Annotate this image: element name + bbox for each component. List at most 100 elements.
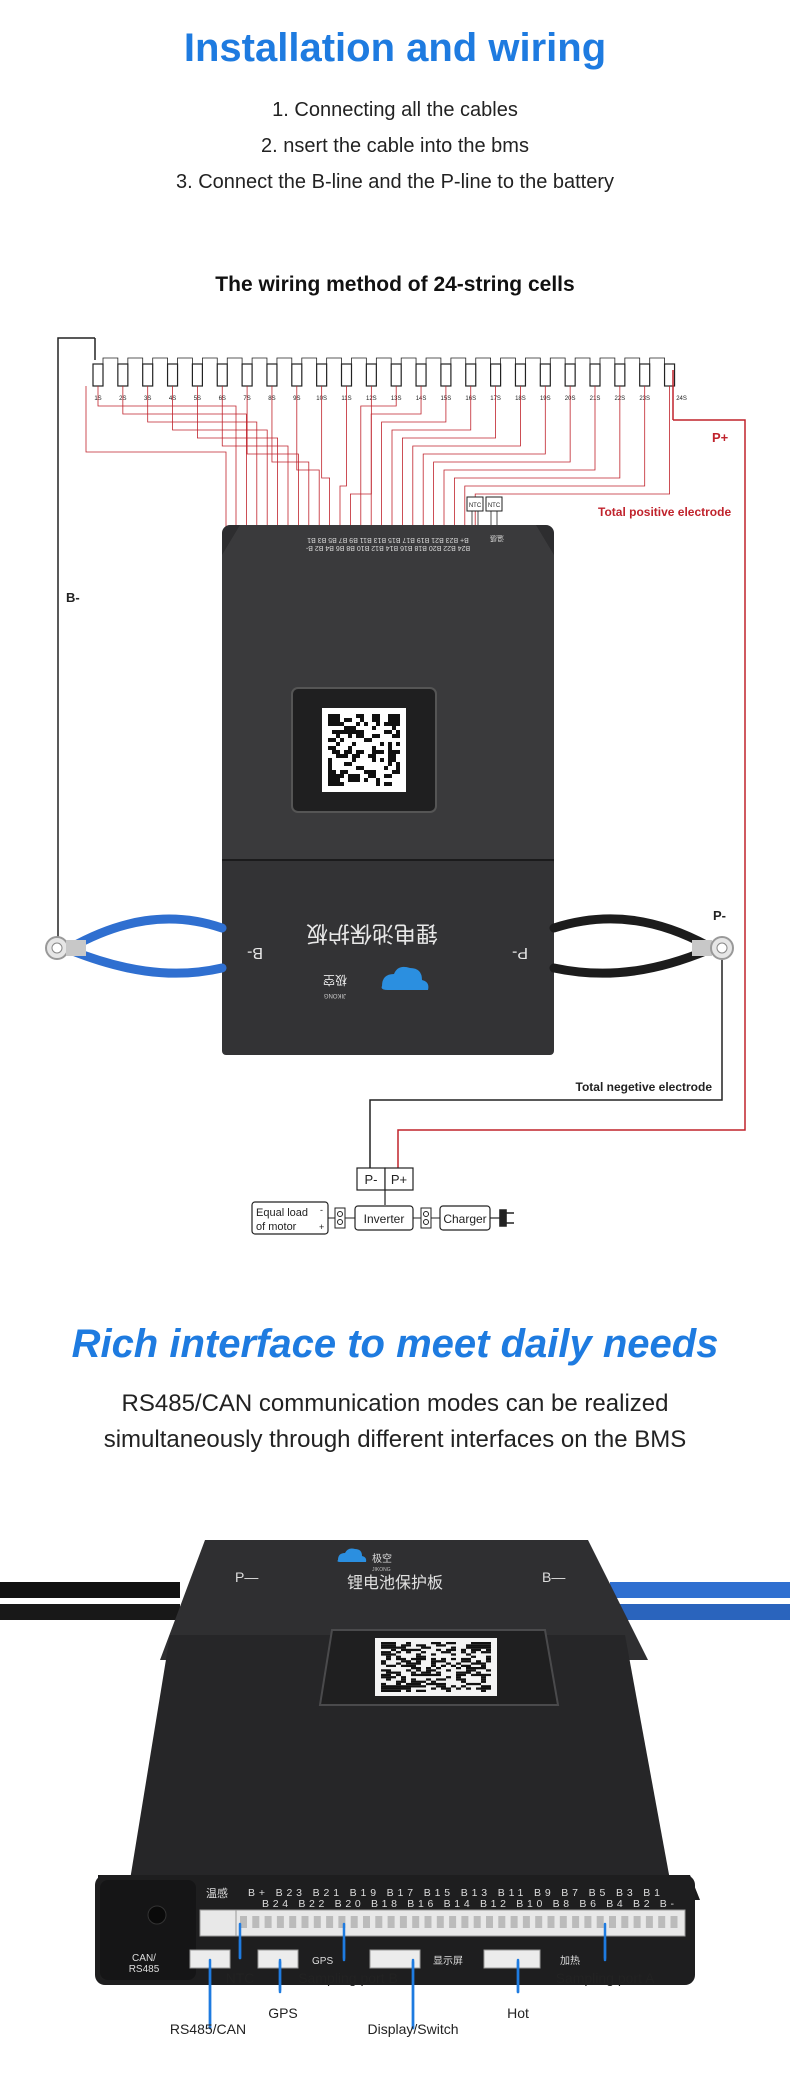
qr-module — [421, 1689, 426, 1692]
qr-module — [348, 734, 352, 738]
qr-module — [456, 1673, 461, 1677]
cell-resistor — [564, 363, 576, 387]
qr-module — [406, 1682, 411, 1686]
cell-resistor — [117, 363, 129, 387]
qr-module — [411, 1682, 416, 1686]
sampling-wire — [381, 386, 447, 528]
sampling-wire — [391, 386, 472, 528]
connector-pin — [473, 1916, 481, 1928]
qr-module — [386, 1646, 391, 1649]
connector-pin — [240, 1916, 247, 1928]
cell-link — [226, 357, 243, 364]
qr-module — [386, 1673, 391, 1677]
qr-module — [391, 1646, 396, 1649]
qr-module — [386, 1655, 391, 1658]
qr-module — [372, 746, 376, 750]
sampling-wire — [271, 386, 310, 528]
qr-module — [401, 1648, 406, 1652]
qr-module — [401, 1657, 406, 1661]
port-gps: GPS — [312, 1956, 333, 1967]
qr-module — [406, 1687, 411, 1690]
qr-module — [381, 1646, 386, 1649]
install-step-1: 1. Connecting all the cables — [272, 99, 518, 121]
sampling-wire — [370, 386, 422, 528]
p-minus-wire — [369, 960, 723, 1170]
qr-module — [416, 1655, 421, 1658]
qr-module — [380, 750, 384, 754]
qr-module — [446, 1676, 451, 1679]
qr-module — [441, 1651, 446, 1654]
qr-module — [416, 1680, 421, 1683]
qr-module — [352, 742, 356, 746]
qr-module — [406, 1644, 411, 1647]
interface-diagram: P— B— 极空 JIKONG 锂电池保护板 温感 B+ B23 B21 B19… — [0, 1540, 790, 2037]
right-blue-cable-2 — [610, 1604, 790, 1620]
qr-module — [401, 1660, 406, 1663]
qr-module — [446, 1687, 451, 1690]
cloud-logo-icon — [381, 966, 429, 990]
connector-pin — [350, 1916, 358, 1928]
qr-module — [476, 1687, 481, 1690]
qr-module — [328, 778, 332, 782]
qr-module — [436, 1642, 441, 1645]
cell-link — [500, 357, 516, 364]
connector-pin — [559, 1916, 567, 1928]
left-black-cable-1 — [0, 1582, 180, 1598]
qr-module — [471, 1648, 476, 1652]
connector-pin — [363, 1916, 370, 1928]
qr-module — [446, 1651, 451, 1654]
callout-ntc: NTC — [226, 1970, 255, 1986]
qr-module — [396, 1655, 401, 1658]
qr-module — [416, 1660, 421, 1663]
qr-module — [401, 1676, 406, 1679]
qr-module — [360, 750, 364, 754]
qr-module — [461, 1660, 466, 1663]
sampling-wire — [221, 386, 289, 528]
qr-module — [486, 1685, 491, 1688]
sampling-wire — [85, 386, 227, 528]
b-minus-label: B- — [66, 590, 80, 605]
qr-module — [481, 1685, 486, 1688]
qr-module — [396, 770, 400, 774]
pin-row-1: B+ B23 B21 B19 B17 B15 B13 B11 B9 B7 B5 … — [307, 536, 469, 543]
qr-module — [396, 1671, 401, 1674]
qr-module — [421, 1655, 426, 1658]
qr-module — [471, 1667, 476, 1670]
qr-module — [481, 1651, 486, 1654]
qr-module — [486, 1673, 491, 1677]
qr-module — [380, 742, 384, 746]
qr-module — [401, 1687, 406, 1690]
b-minus-cable — [65, 914, 227, 953]
qr-module — [426, 1673, 431, 1677]
box-p-plus — [384, 1167, 414, 1191]
qr-module — [340, 730, 344, 734]
qr-module — [431, 1662, 436, 1665]
sampling-wire — [360, 386, 397, 528]
qr-module — [456, 1662, 461, 1665]
qr-module — [352, 758, 356, 762]
callout-sampling-b: Sampling port B — [298, 1970, 398, 1986]
qr-module — [352, 754, 356, 758]
qr-module — [431, 1657, 436, 1661]
qr-module — [411, 1678, 416, 1681]
svg-text:Charger: Charger — [443, 1212, 486, 1226]
qr-module — [348, 762, 352, 766]
cell-resistor — [614, 363, 626, 387]
qr-module — [486, 1660, 491, 1663]
qr-module — [332, 718, 336, 722]
qr-module — [461, 1671, 466, 1674]
qr-module — [352, 726, 356, 730]
connector-pin — [399, 1916, 407, 1928]
qr-module — [344, 718, 348, 722]
qr-module — [376, 714, 380, 718]
qr-module — [396, 718, 400, 722]
qr-module — [411, 1673, 416, 1677]
qr-module — [388, 714, 392, 718]
qr-module — [388, 782, 392, 786]
qr-module — [336, 718, 340, 722]
qr-module — [344, 754, 348, 758]
qr-module — [471, 1651, 476, 1654]
qr-module — [356, 734, 360, 738]
qr-module — [356, 754, 360, 758]
